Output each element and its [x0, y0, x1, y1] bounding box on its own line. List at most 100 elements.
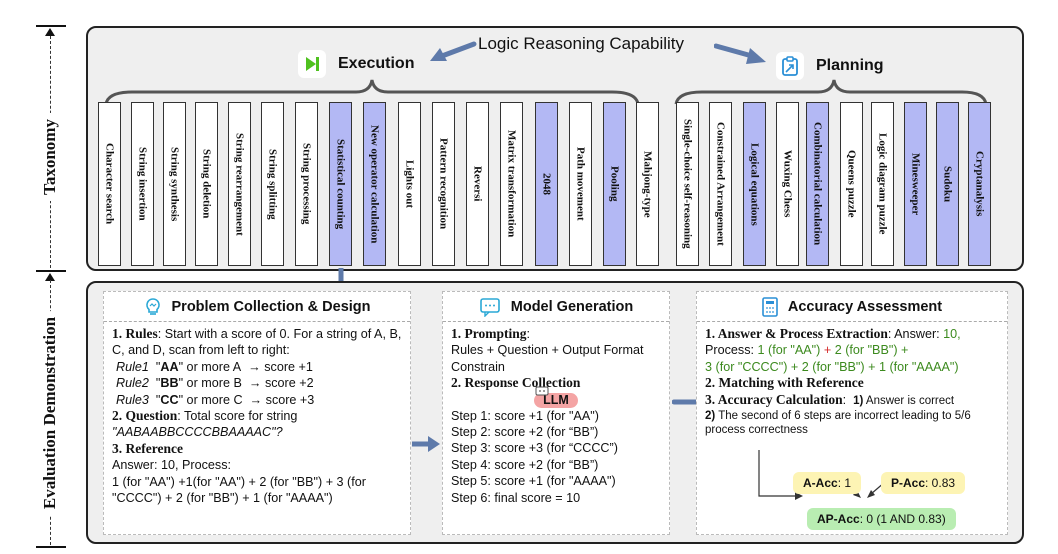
rule-result: score +3	[265, 392, 315, 407]
arrow-up-icon	[45, 273, 55, 281]
task-label: Pooling	[608, 166, 621, 202]
generation-card-header: Model Generation	[443, 292, 669, 322]
reference-process: 1 (for "AA") +1(for "AA") + 2 (for "BB")…	[112, 474, 366, 506]
task-character-search: Character search	[98, 102, 121, 266]
task-label: Path movement	[574, 147, 587, 221]
steps-list: Step 1: score +1 (for "AA") Step 2: score…	[451, 408, 661, 506]
ap-acc-label: AP-Acc	[817, 512, 860, 526]
step-item: Step 3: score +3 (for “CCCC”)	[451, 441, 618, 456]
prompting-heading: 1. Prompting	[451, 326, 527, 341]
rule-result: score +2	[264, 376, 314, 391]
task-label: New operator calculation	[368, 124, 381, 244]
task-label: Lights out	[403, 160, 416, 208]
task-sudoku: Sudoku	[936, 102, 959, 266]
task-statistical-counting: Statistical counting	[329, 102, 352, 266]
cap-mid	[36, 270, 66, 272]
arrow-to-planning-icon	[714, 43, 766, 64]
task-combinatorial-calculation: Combinatorial calculation	[806, 102, 829, 266]
task-cryptanalysis: Cryptanalysis	[968, 102, 991, 266]
task-path-movement: Path movement	[569, 102, 592, 266]
task-wuxing-chess: Wuxing Chess	[776, 102, 799, 266]
prompting-text: Rules + Question + Output Format Constra…	[451, 343, 644, 374]
task-string-rearrangement: String rearrangement	[228, 102, 251, 266]
extraction-answer-label: : Answer:	[887, 327, 944, 341]
lightbulb-icon	[145, 297, 160, 315]
step-item: Step 2: score +2 (for “BB”)	[451, 425, 599, 440]
rules-list: Rule1 "AA" or more A → score +1 Rule2 "BB…	[112, 359, 402, 408]
assessment-card: Accuracy Assessment 1. Answer & Process …	[696, 291, 1008, 535]
rule-item: Rule3 "CC" or more C → score +3	[116, 392, 315, 407]
problem-card-title: Problem Collection & Design	[171, 298, 371, 315]
reference-answer: Answer: 10, Process:	[112, 458, 231, 473]
response-heading: 2. Response Collection	[451, 375, 581, 391]
task-label: Sudoku	[941, 165, 954, 203]
arrow-up-icon	[45, 28, 55, 36]
calc-line: 3. Accuracy Calculation: 1) Answer is co…	[705, 391, 955, 407]
task-label: Character search	[103, 143, 116, 225]
planning-brace	[674, 79, 988, 105]
task-label: String rearrangement	[233, 132, 246, 236]
task-string-synthesis: String synthesis	[163, 102, 186, 266]
task-minesweeper: Minesweeper	[904, 102, 927, 266]
task-pattern-recognition: Pattern recognition	[432, 102, 455, 266]
task-pooling: Pooling	[603, 102, 626, 266]
assessment-card-title: Accuracy Assessment	[787, 298, 943, 315]
cap-bottom	[36, 546, 66, 548]
p-acc-label: P-Acc	[891, 476, 926, 490]
a-acc-badge: A-Acc: 1	[793, 472, 862, 495]
assessment-card-body: 1. Answer & Process Extraction: Answer: …	[697, 322, 1007, 531]
extraction-heading: 1. Answer & Process Extraction	[705, 326, 888, 341]
step-item: Step 6: final score = 10	[451, 490, 581, 505]
task-label: Mahjong-type	[641, 150, 654, 218]
llm-row: LLM	[451, 386, 661, 408]
rule-name: Rule2	[116, 376, 149, 391]
p-acc-badge: P-Acc: 0.83	[881, 472, 966, 495]
task-label: Logic diagram puzzle	[876, 133, 889, 235]
task-reversi: Reversi	[466, 102, 489, 266]
arrow-to-execution-icon	[430, 41, 477, 61]
rule-rest: or more B	[183, 376, 242, 391]
generation-card-body: 1. Prompting: Rules + Question + Output …	[443, 322, 669, 510]
generation-card-title: Model Generation	[510, 298, 634, 315]
task-label: Minesweeper	[909, 152, 922, 216]
task-label: Combinatorial calculation	[811, 122, 824, 246]
task-single-choice-self-reasoning: Single-choice self-reasoning	[676, 102, 699, 266]
process-line-2: 3 (for "CCCC") + 2 (for "BB") + 1 (for "…	[705, 359, 959, 374]
execution-header: Execution	[298, 50, 414, 78]
rule-item: Rule2 "BB" or more B → score +2	[116, 376, 314, 391]
rule-name: Rule1	[116, 359, 149, 374]
task-label: Wuxing Chess	[781, 150, 794, 218]
rule-result: score +1	[264, 359, 313, 374]
process-label: Process:	[705, 343, 758, 358]
task-label: Cryptanalysis	[973, 151, 986, 217]
assessment-card-header: Accuracy Assessment	[697, 292, 1007, 322]
task-label: Queens puzzle	[845, 150, 858, 218]
step-item: Step 1: score +1 (for "AA")	[451, 408, 599, 423]
task-logic-diagram-puzzle: Logic diagram puzzle	[871, 102, 894, 266]
step-item: Step 5: score +1 (for "AAAA")	[451, 474, 616, 489]
task-constrained-arrangement: Constrained Arrangement	[709, 102, 732, 266]
question-text: : Total score for string	[177, 409, 298, 424]
task-label: Constrained Arrangement	[714, 122, 727, 246]
task-2048: 2048	[535, 102, 558, 266]
clipboard-arrow-icon	[776, 52, 804, 80]
calc-point2-num: 2)	[705, 410, 716, 423]
task-label: Statistical counting	[334, 138, 347, 230]
calc-heading: 3. Accuracy Calculation	[705, 391, 843, 407]
rule-rest: or more A	[183, 359, 242, 374]
taxonomy-side-label: Taxonomy	[0, 0, 80, 280]
problem-card-header: Problem Collection & Design	[104, 292, 410, 322]
task-label: String splitting	[266, 148, 279, 220]
ap-acc-badge: AP-Acc: 0 (1 AND 0.83)	[807, 508, 956, 531]
llm-badge: LLM	[534, 392, 578, 408]
task-string-splitting: String splitting	[261, 102, 284, 266]
task-label: String processing	[300, 143, 313, 225]
rule-item: Rule1 "AA" or more A → score +1	[116, 359, 313, 374]
matching-heading: 2. Matching with Reference	[705, 375, 864, 391]
calc-point1-text: Answer is correct	[863, 394, 955, 407]
problem-card: Problem Collection & Design 1. Rules: St…	[103, 291, 411, 535]
rule-rest: or more C	[183, 392, 243, 407]
calc-point2-text: The second of 6 steps are incorrect lead…	[705, 410, 971, 437]
question-string: "AABAABBCCCCBBAAAAC"?	[112, 425, 283, 440]
task-label: String deletion	[200, 149, 213, 219]
